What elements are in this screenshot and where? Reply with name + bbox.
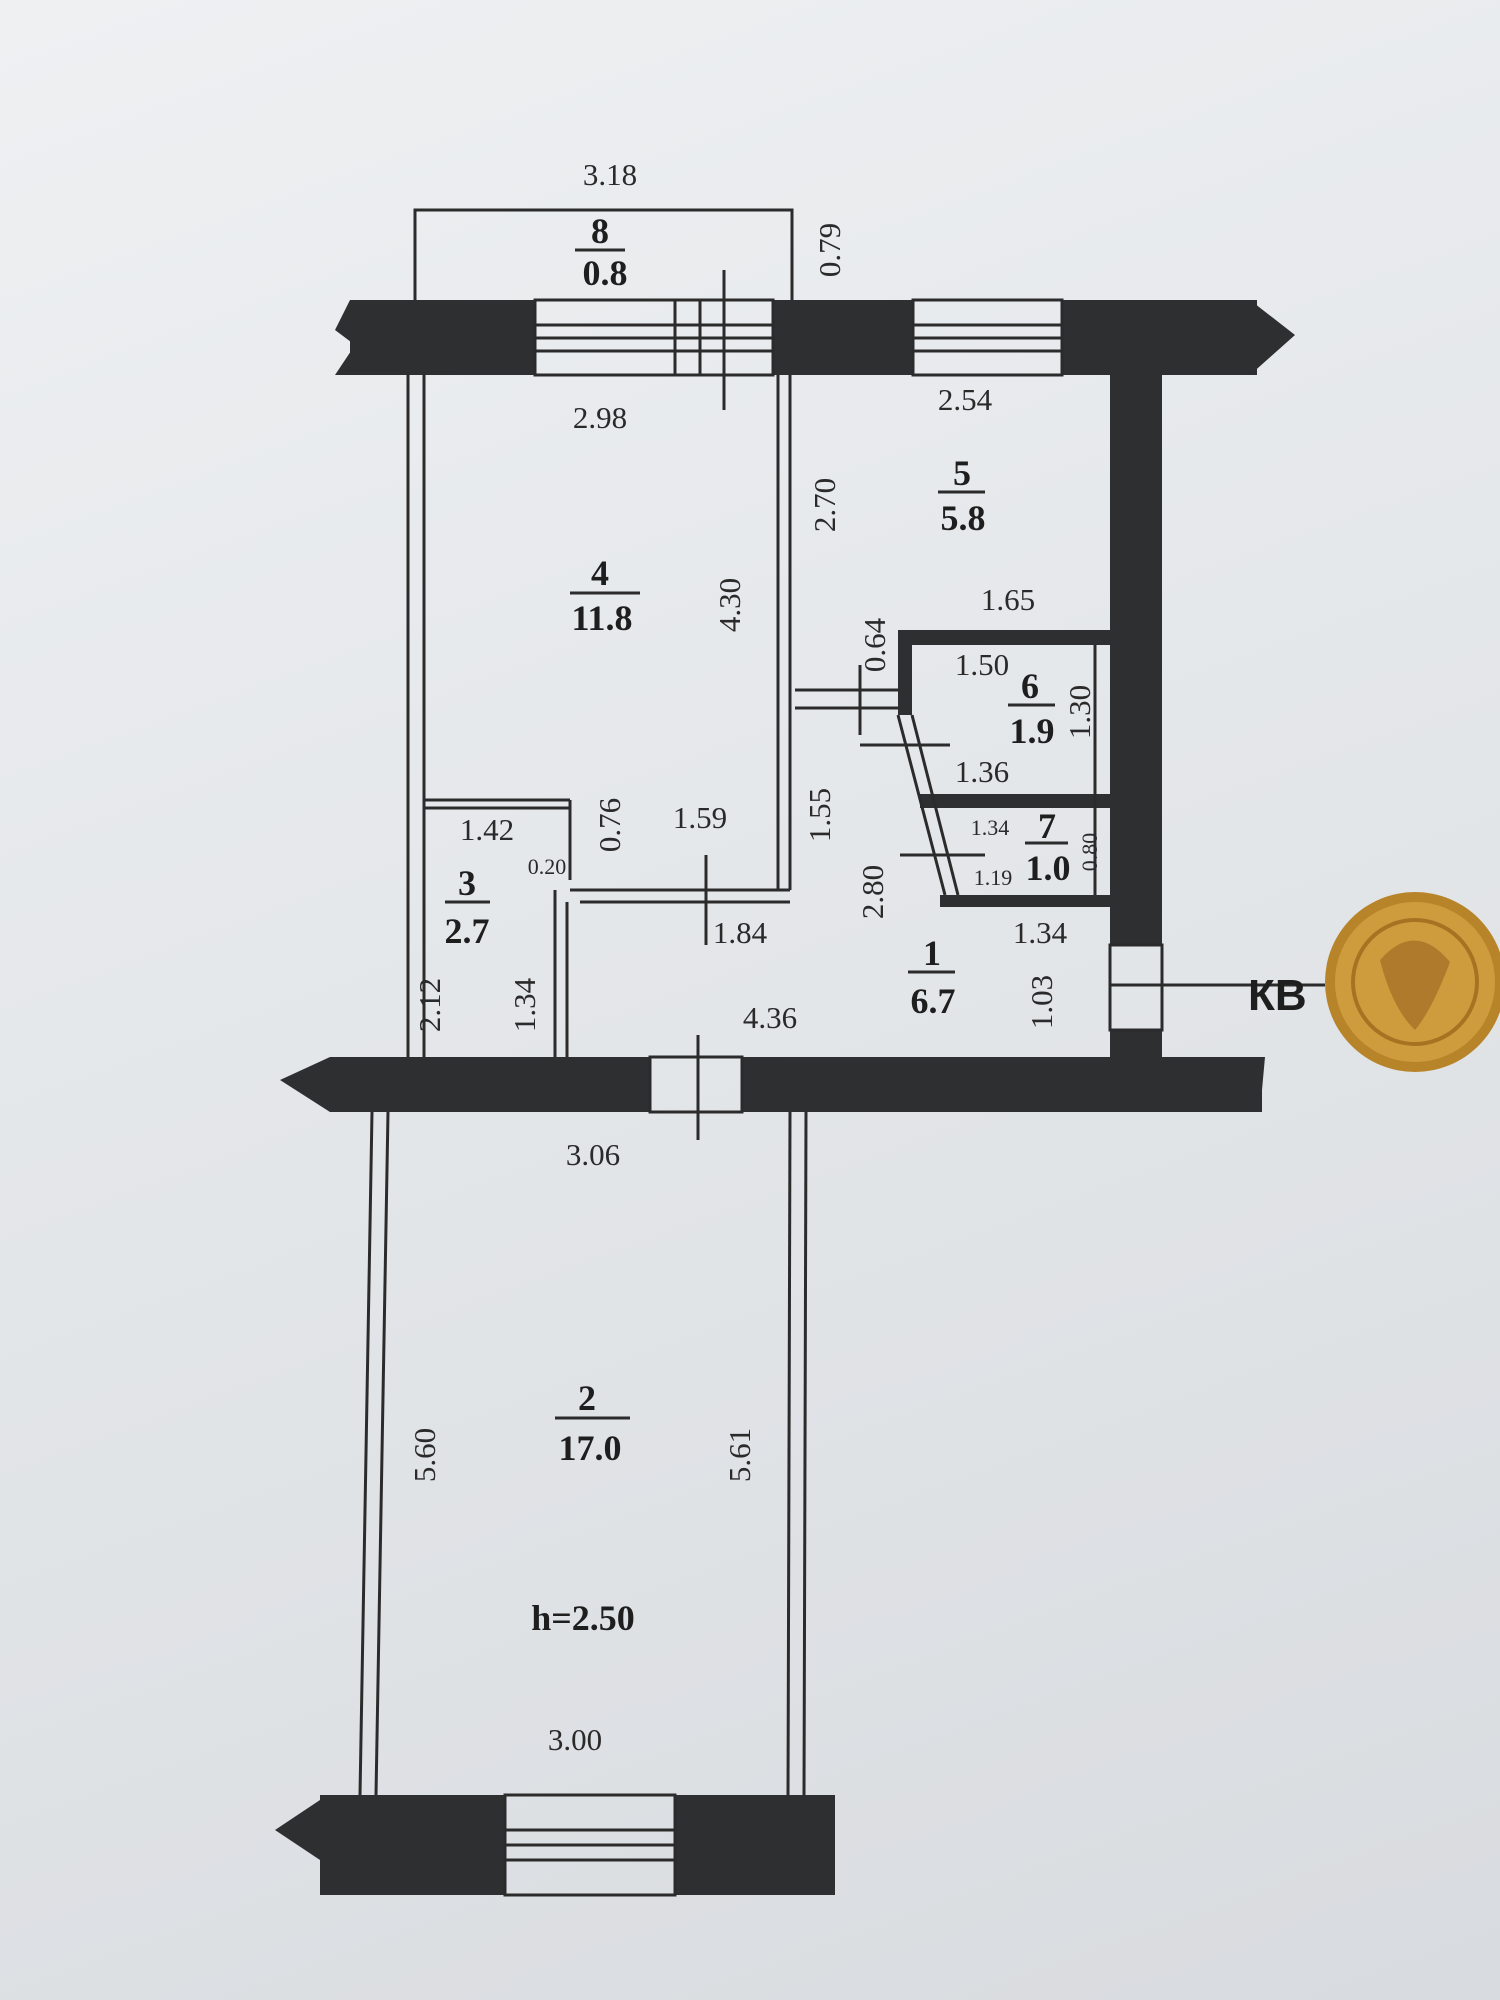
svg-text:1.42: 1.42 [460, 812, 514, 847]
svg-text:4: 4 [591, 553, 609, 593]
svg-text:2.12: 2.12 [412, 978, 447, 1032]
bathroom-block [860, 630, 1110, 907]
svg-text:2: 2 [578, 1378, 596, 1418]
svg-text:2.98: 2.98 [573, 400, 627, 435]
top-exterior-wall [335, 300, 1295, 375]
svg-text:5.61: 5.61 [722, 1428, 757, 1482]
middle-wall [280, 1035, 1265, 1140]
svg-text:7: 7 [1038, 806, 1056, 846]
svg-text:1.9: 1.9 [1010, 711, 1055, 751]
svg-text:4.30: 4.30 [712, 578, 747, 632]
svg-text:1.30: 1.30 [1062, 685, 1097, 739]
partitions [424, 375, 900, 1057]
svg-text:1.50: 1.50 [955, 647, 1009, 682]
svg-text:5.60: 5.60 [407, 1428, 442, 1482]
svg-text:1.34: 1.34 [1013, 915, 1068, 950]
svg-text:3.00: 3.00 [548, 1722, 602, 1757]
svg-text:5: 5 [953, 453, 971, 493]
svg-text:2.7: 2.7 [445, 911, 490, 951]
svg-text:6: 6 [1021, 666, 1039, 706]
svg-text:0.64: 0.64 [857, 617, 892, 672]
svg-text:3.06: 3.06 [566, 1137, 620, 1172]
svg-text:2.54: 2.54 [938, 382, 993, 417]
room-1-label: 1 6.7 [908, 933, 956, 1021]
entrance-label: КВ [1248, 971, 1307, 1020]
room-7-label: 7 1.0 [1025, 806, 1071, 888]
room-8-label: 8 0.8 [575, 211, 628, 293]
window-room-4 [533, 298, 775, 377]
svg-text:1.65: 1.65 [981, 582, 1035, 617]
left-wall [358, 375, 808, 1796]
right-wall-upper [1110, 375, 1162, 945]
svg-text:4.36: 4.36 [743, 1000, 797, 1035]
svg-text:1.0: 1.0 [1026, 848, 1071, 888]
svg-text:1.84: 1.84 [713, 915, 768, 950]
svg-text:1.36: 1.36 [955, 754, 1009, 789]
room-2-label: 2 17.0 [555, 1378, 630, 1468]
svg-text:0.80: 0.80 [1077, 833, 1102, 872]
balcony-outline [413, 208, 794, 300]
svg-text:0.79: 0.79 [812, 223, 847, 277]
svg-text:1.19: 1.19 [974, 865, 1013, 890]
ceiling-height-label: h=2.50 [531, 1598, 635, 1638]
entrance-door [1108, 943, 1325, 1032]
svg-text:5.8: 5.8 [941, 498, 986, 538]
svg-text:0.8: 0.8 [583, 253, 628, 293]
svg-text:8: 8 [591, 211, 609, 251]
svg-text:2.70: 2.70 [807, 478, 842, 532]
bottom-wall [275, 1793, 835, 1897]
svg-text:1.34: 1.34 [971, 815, 1010, 840]
svg-text:17.0: 17.0 [559, 1428, 622, 1468]
svg-text:6.7: 6.7 [911, 981, 956, 1021]
svg-text:11.8: 11.8 [571, 598, 632, 638]
room-3-label: 3 2.7 [445, 863, 490, 951]
room-4-label: 4 11.8 [570, 553, 640, 638]
svg-text:0.20: 0.20 [528, 854, 567, 879]
dimension-labels: 3.18 0.79 2.98 2.54 2.70 4.30 1.65 0.64 … [407, 157, 1102, 1757]
svg-text:1.55: 1.55 [802, 788, 837, 842]
svg-text:1.59: 1.59 [673, 800, 727, 835]
coin-object [1325, 892, 1500, 1072]
svg-text:3: 3 [458, 863, 476, 903]
svg-text:1.34: 1.34 [507, 977, 542, 1032]
svg-text:0.76: 0.76 [592, 798, 627, 852]
svg-text:2.80: 2.80 [855, 865, 890, 919]
room-6-label: 6 1.9 [1008, 666, 1055, 751]
svg-text:1: 1 [923, 933, 941, 973]
svg-text:1.03: 1.03 [1024, 975, 1059, 1029]
svg-text:3.18: 3.18 [583, 157, 637, 192]
room-5-label: 5 5.8 [938, 453, 986, 538]
window-room-5 [911, 298, 1064, 377]
